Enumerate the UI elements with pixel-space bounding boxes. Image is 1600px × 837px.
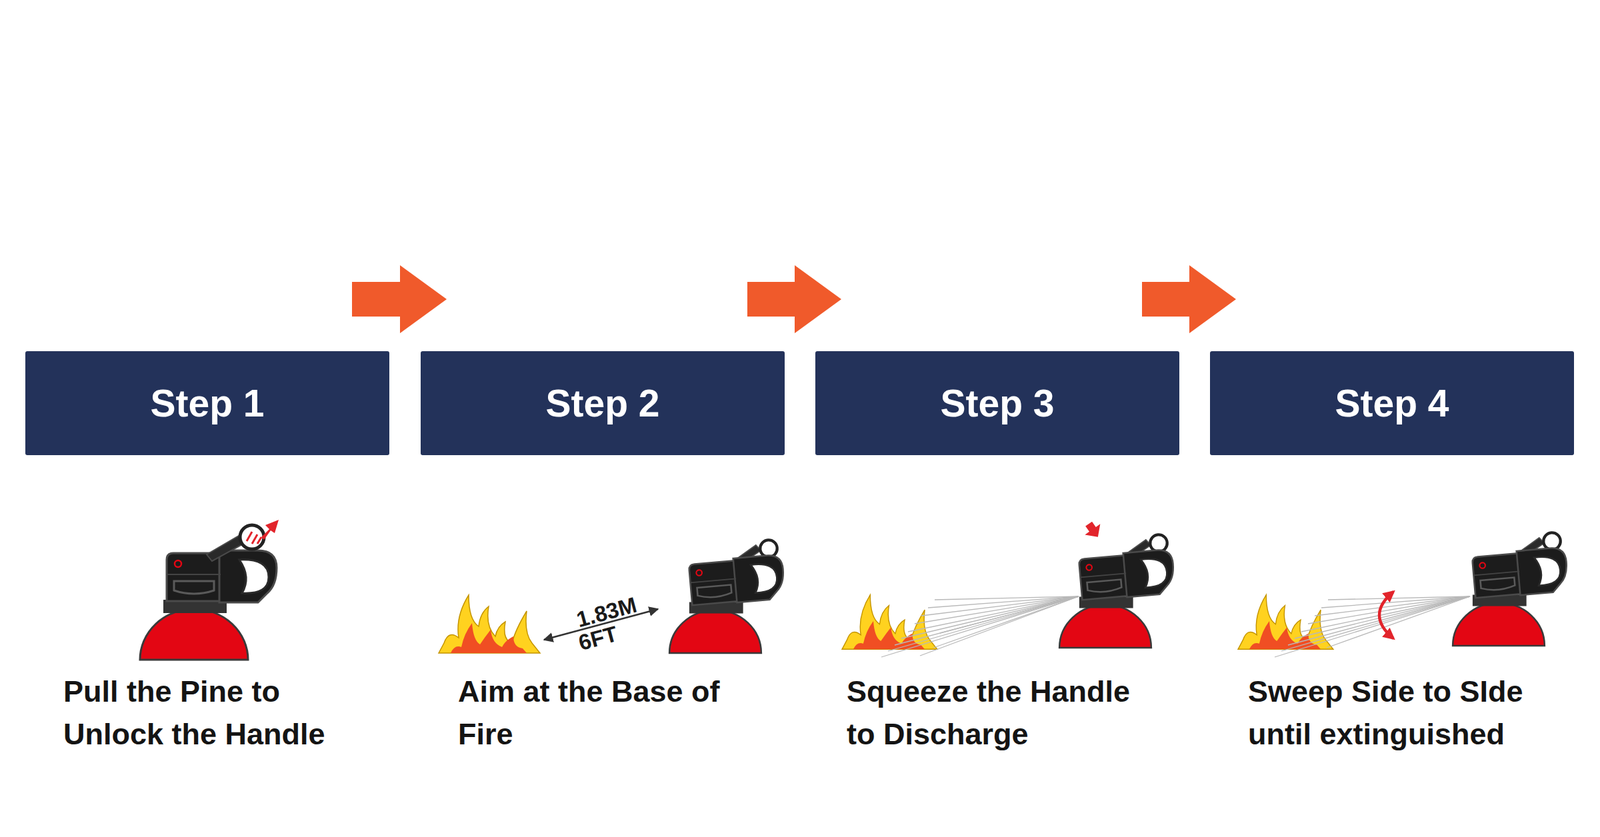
- spray-line: [933, 596, 1079, 648]
- spray-line: [920, 596, 1079, 656]
- extinguisher-base: [669, 602, 762, 654]
- extinguisher-top: [687, 539, 786, 607]
- spray-line: [881, 596, 1079, 658]
- spray-line: [888, 596, 1079, 652]
- step-box: Step 2: [420, 351, 785, 456]
- fire-flames: [438, 595, 540, 654]
- extinguisher-base: [1452, 595, 1545, 647]
- spray-line: [940, 596, 1079, 634]
- extinguisher-base: [1059, 597, 1152, 649]
- extinguisher-base: [140, 600, 248, 660]
- step-box: Step 4: [1210, 351, 1574, 456]
- extinguisher-top: [1470, 532, 1569, 600]
- step-box: Step 1: [25, 351, 390, 456]
- flow-arrow: [1142, 265, 1236, 334]
- extinguisher-head: [1472, 547, 1569, 600]
- step-caption: Squeeze the Handle to Discharge: [846, 670, 1154, 756]
- step-label: Step 1: [150, 381, 264, 426]
- flow-arrow: [747, 265, 842, 334]
- step-label: Step 2: [545, 381, 660, 426]
- spray-lines: [1274, 596, 1470, 658]
- squeeze-arrow: [1081, 518, 1106, 543]
- extinguisher-head: [166, 550, 277, 603]
- extinguisher-head: [1078, 549, 1176, 602]
- safety-pin-ring: [240, 525, 264, 550]
- step-label: Step 3: [940, 381, 1054, 426]
- extinguisher: [140, 550, 277, 660]
- step-caption: Aim at the Base of Fire: [458, 670, 765, 756]
- extinguisher-head: [688, 554, 786, 607]
- extinguisher: [1059, 534, 1176, 648]
- pin-stripe: [252, 534, 258, 544]
- extinguisher: [1452, 532, 1569, 646]
- flow-arrow: [352, 265, 447, 334]
- step-label: Step 4: [1334, 381, 1449, 426]
- extinguisher: [669, 539, 786, 654]
- sweep-arrow: [1379, 592, 1394, 639]
- pin-stripe: [246, 532, 252, 542]
- step-box: Step 3: [815, 351, 1180, 456]
- step-caption: Pull the Pine to Unlock the Handle: [63, 670, 370, 756]
- pin-stripe: [257, 537, 262, 544]
- pull-arrow: [261, 520, 279, 540]
- spray-line: [894, 596, 1079, 646]
- step-caption: Sweep Side to SIde until extinguished: [1248, 670, 1555, 756]
- spray-line: [1281, 596, 1470, 652]
- spray-line: [1274, 596, 1470, 658]
- spray-line: [1326, 596, 1470, 648]
- spray-lines: [881, 596, 1079, 658]
- spray-line: [901, 596, 1079, 639]
- extinguisher-top: [1077, 534, 1176, 602]
